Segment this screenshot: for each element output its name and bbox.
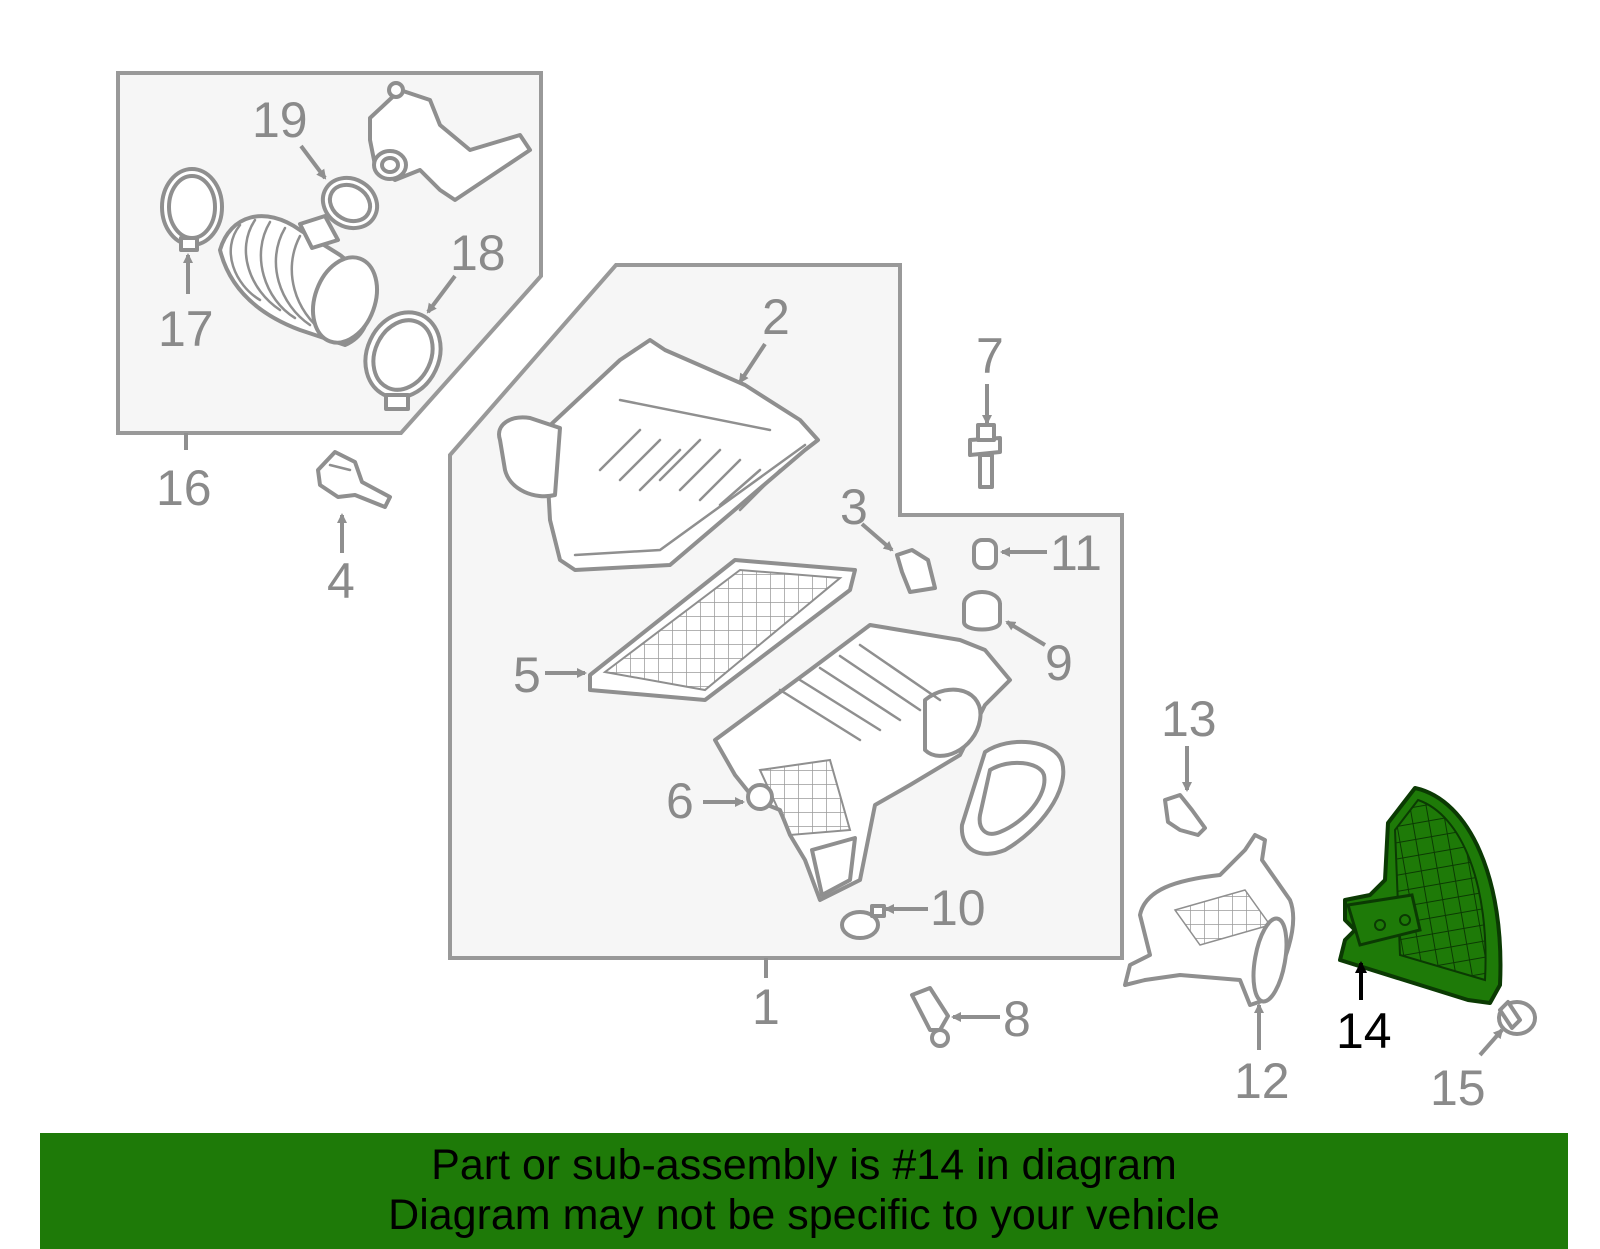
air-cleaner-case-part (713, 623, 1012, 902)
part-12-duct (1123, 833, 1296, 1007)
callout-8: 8 (1003, 991, 1031, 1047)
callout-14: 14 (1336, 1003, 1392, 1059)
part-19-clamp (320, 175, 380, 231)
part-14-highlighted (1338, 786, 1503, 1005)
callout-11: 11 (1050, 525, 1102, 581)
callout-13: 13 (1161, 691, 1217, 747)
part-4-sensor (316, 450, 392, 509)
callout-16: 16 (156, 460, 212, 516)
callout-10: 10 (930, 880, 986, 936)
air-cleaner-cover-part (497, 338, 820, 572)
info-banner: Part or sub-assembly is #14 in diagram D… (40, 1133, 1568, 1249)
air-filter-part (588, 558, 857, 702)
callout-9: 9 (1045, 635, 1073, 691)
callout-5: 5 (513, 647, 541, 703)
throttle-body-part (368, 81, 532, 202)
intake-hose-part (218, 214, 379, 347)
callout-2: 2 (762, 289, 790, 345)
banner-line-2: Diagram may not be specific to your vehi… (388, 1191, 1220, 1239)
part-11-grommet (972, 538, 998, 570)
part-18-clamp (363, 310, 443, 411)
banner-line-1: Part or sub-assembly is #14 in diagram (431, 1141, 1177, 1189)
part-7-bolt (968, 423, 1002, 489)
part-17-clamp (160, 167, 224, 252)
part-8-clip (910, 986, 950, 1048)
part-15-clip (1497, 1000, 1537, 1036)
part-13-clip (1163, 793, 1207, 837)
callout-15: 15 (1430, 1060, 1486, 1116)
callout-6: 6 (666, 773, 694, 829)
callout-19: 19 (252, 92, 308, 148)
callout-4: 4 (327, 553, 355, 609)
part-3-bracket (895, 548, 937, 594)
callout-18: 18 (450, 225, 506, 281)
intake-seal-part (959, 739, 1066, 856)
callout-7: 7 (976, 328, 1004, 384)
part-9-grommet (962, 590, 1002, 632)
callout-12: 12 (1234, 1053, 1290, 1109)
callout-3: 3 (840, 479, 868, 535)
callout-17: 17 (158, 301, 214, 357)
callout-1: 1 (752, 979, 780, 1035)
